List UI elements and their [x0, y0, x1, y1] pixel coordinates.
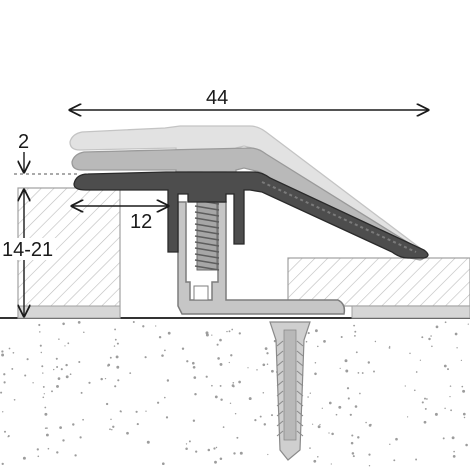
profile-middle-position	[71, 147, 425, 261]
offset-dimension-label: 2	[18, 131, 29, 153]
width-dimension: 44	[70, 87, 428, 110]
height-dimension: 14-21	[0, 190, 56, 316]
concrete-subfloor	[0, 317, 470, 470]
right-floor-covering	[287, 257, 470, 319]
overlap-dimension-label: 12	[130, 211, 152, 233]
overlap-dimension: 12	[72, 206, 168, 233]
screw-icon	[194, 189, 220, 271]
width-dimension-label: 44	[206, 87, 228, 109]
left-floor-covering	[17, 187, 121, 319]
profile-installed-position	[73, 171, 429, 259]
base-profile	[177, 201, 346, 315]
height-dimension-label: 14-21	[2, 239, 53, 261]
concrete-texture	[0, 320, 469, 467]
wall-plug-icon	[269, 321, 311, 461]
offset-dimension: 2	[14, 131, 80, 175]
